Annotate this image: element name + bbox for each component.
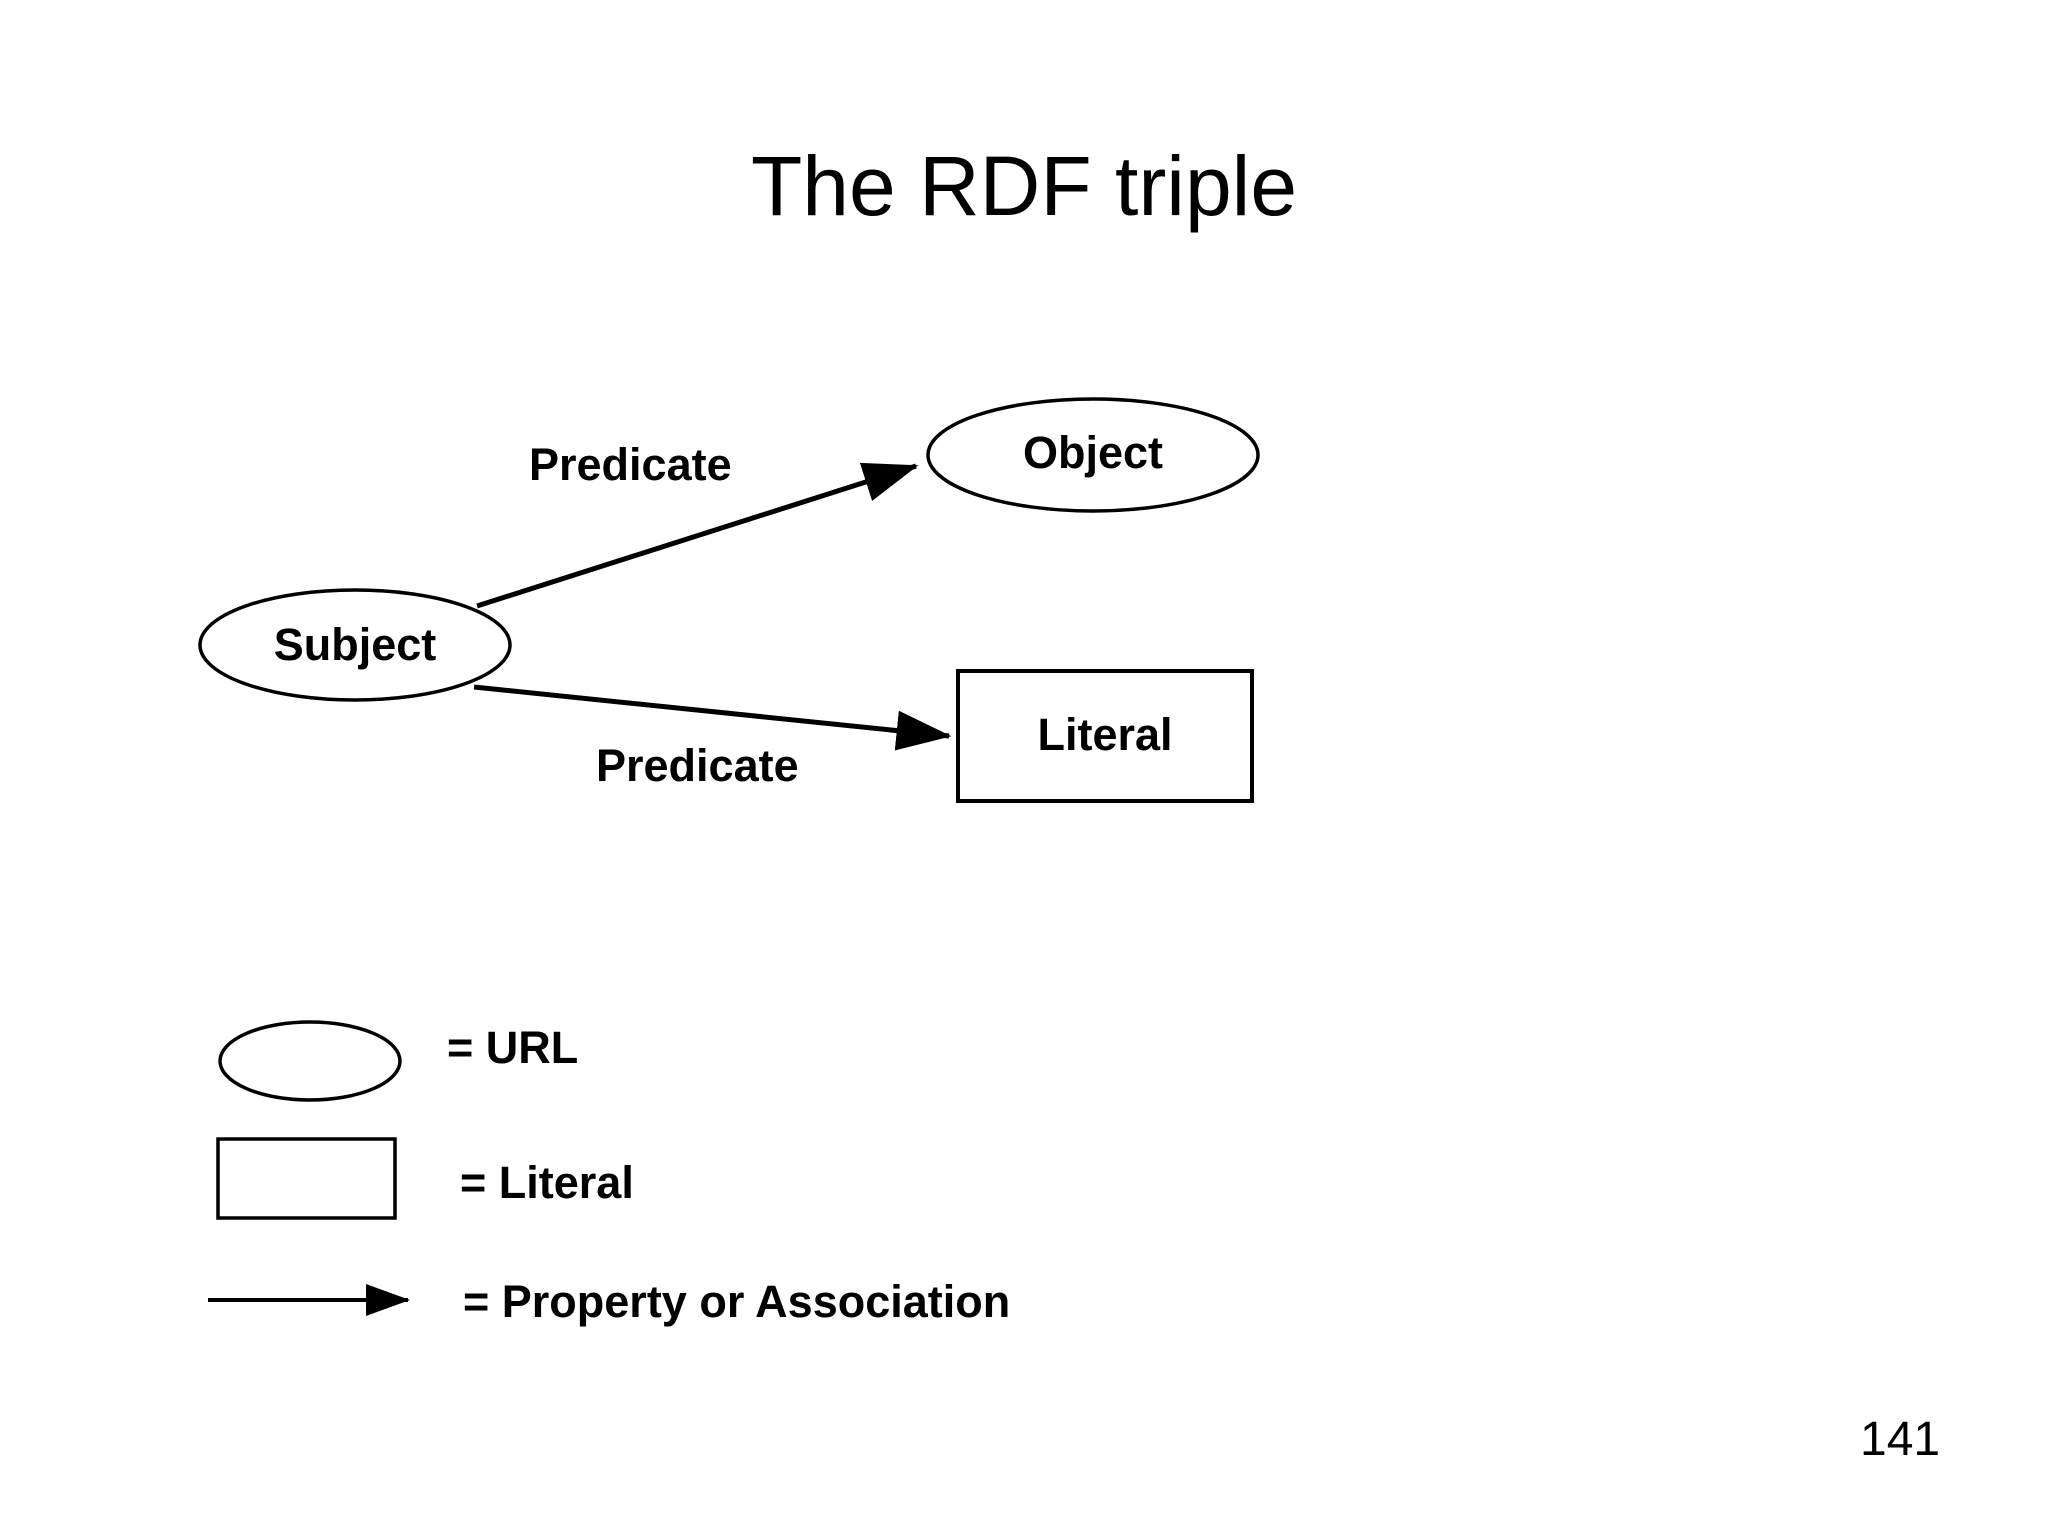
page-title: The RDF triple (750, 139, 1298, 233)
edge-subject-to-literal (473, 684, 952, 751)
edge-label-predicate-literal: Predicate (596, 740, 799, 791)
legend-label-property: = Property or Association (463, 1276, 1011, 1327)
edge-label-predicate-object: Predicate (529, 439, 732, 490)
node-label-object: Object (1022, 427, 1164, 478)
page-number: 141 (1860, 1413, 1941, 1466)
legend-ellipse-icon (218, 1020, 402, 1102)
legend-rectangle-icon (216, 1137, 397, 1220)
node-label-subject: Subject (273, 619, 437, 670)
legend-label-literal: = Literal (460, 1157, 634, 1208)
node-label-literal: Literal (1037, 709, 1173, 760)
legend-label-url: = URL (447, 1022, 579, 1073)
